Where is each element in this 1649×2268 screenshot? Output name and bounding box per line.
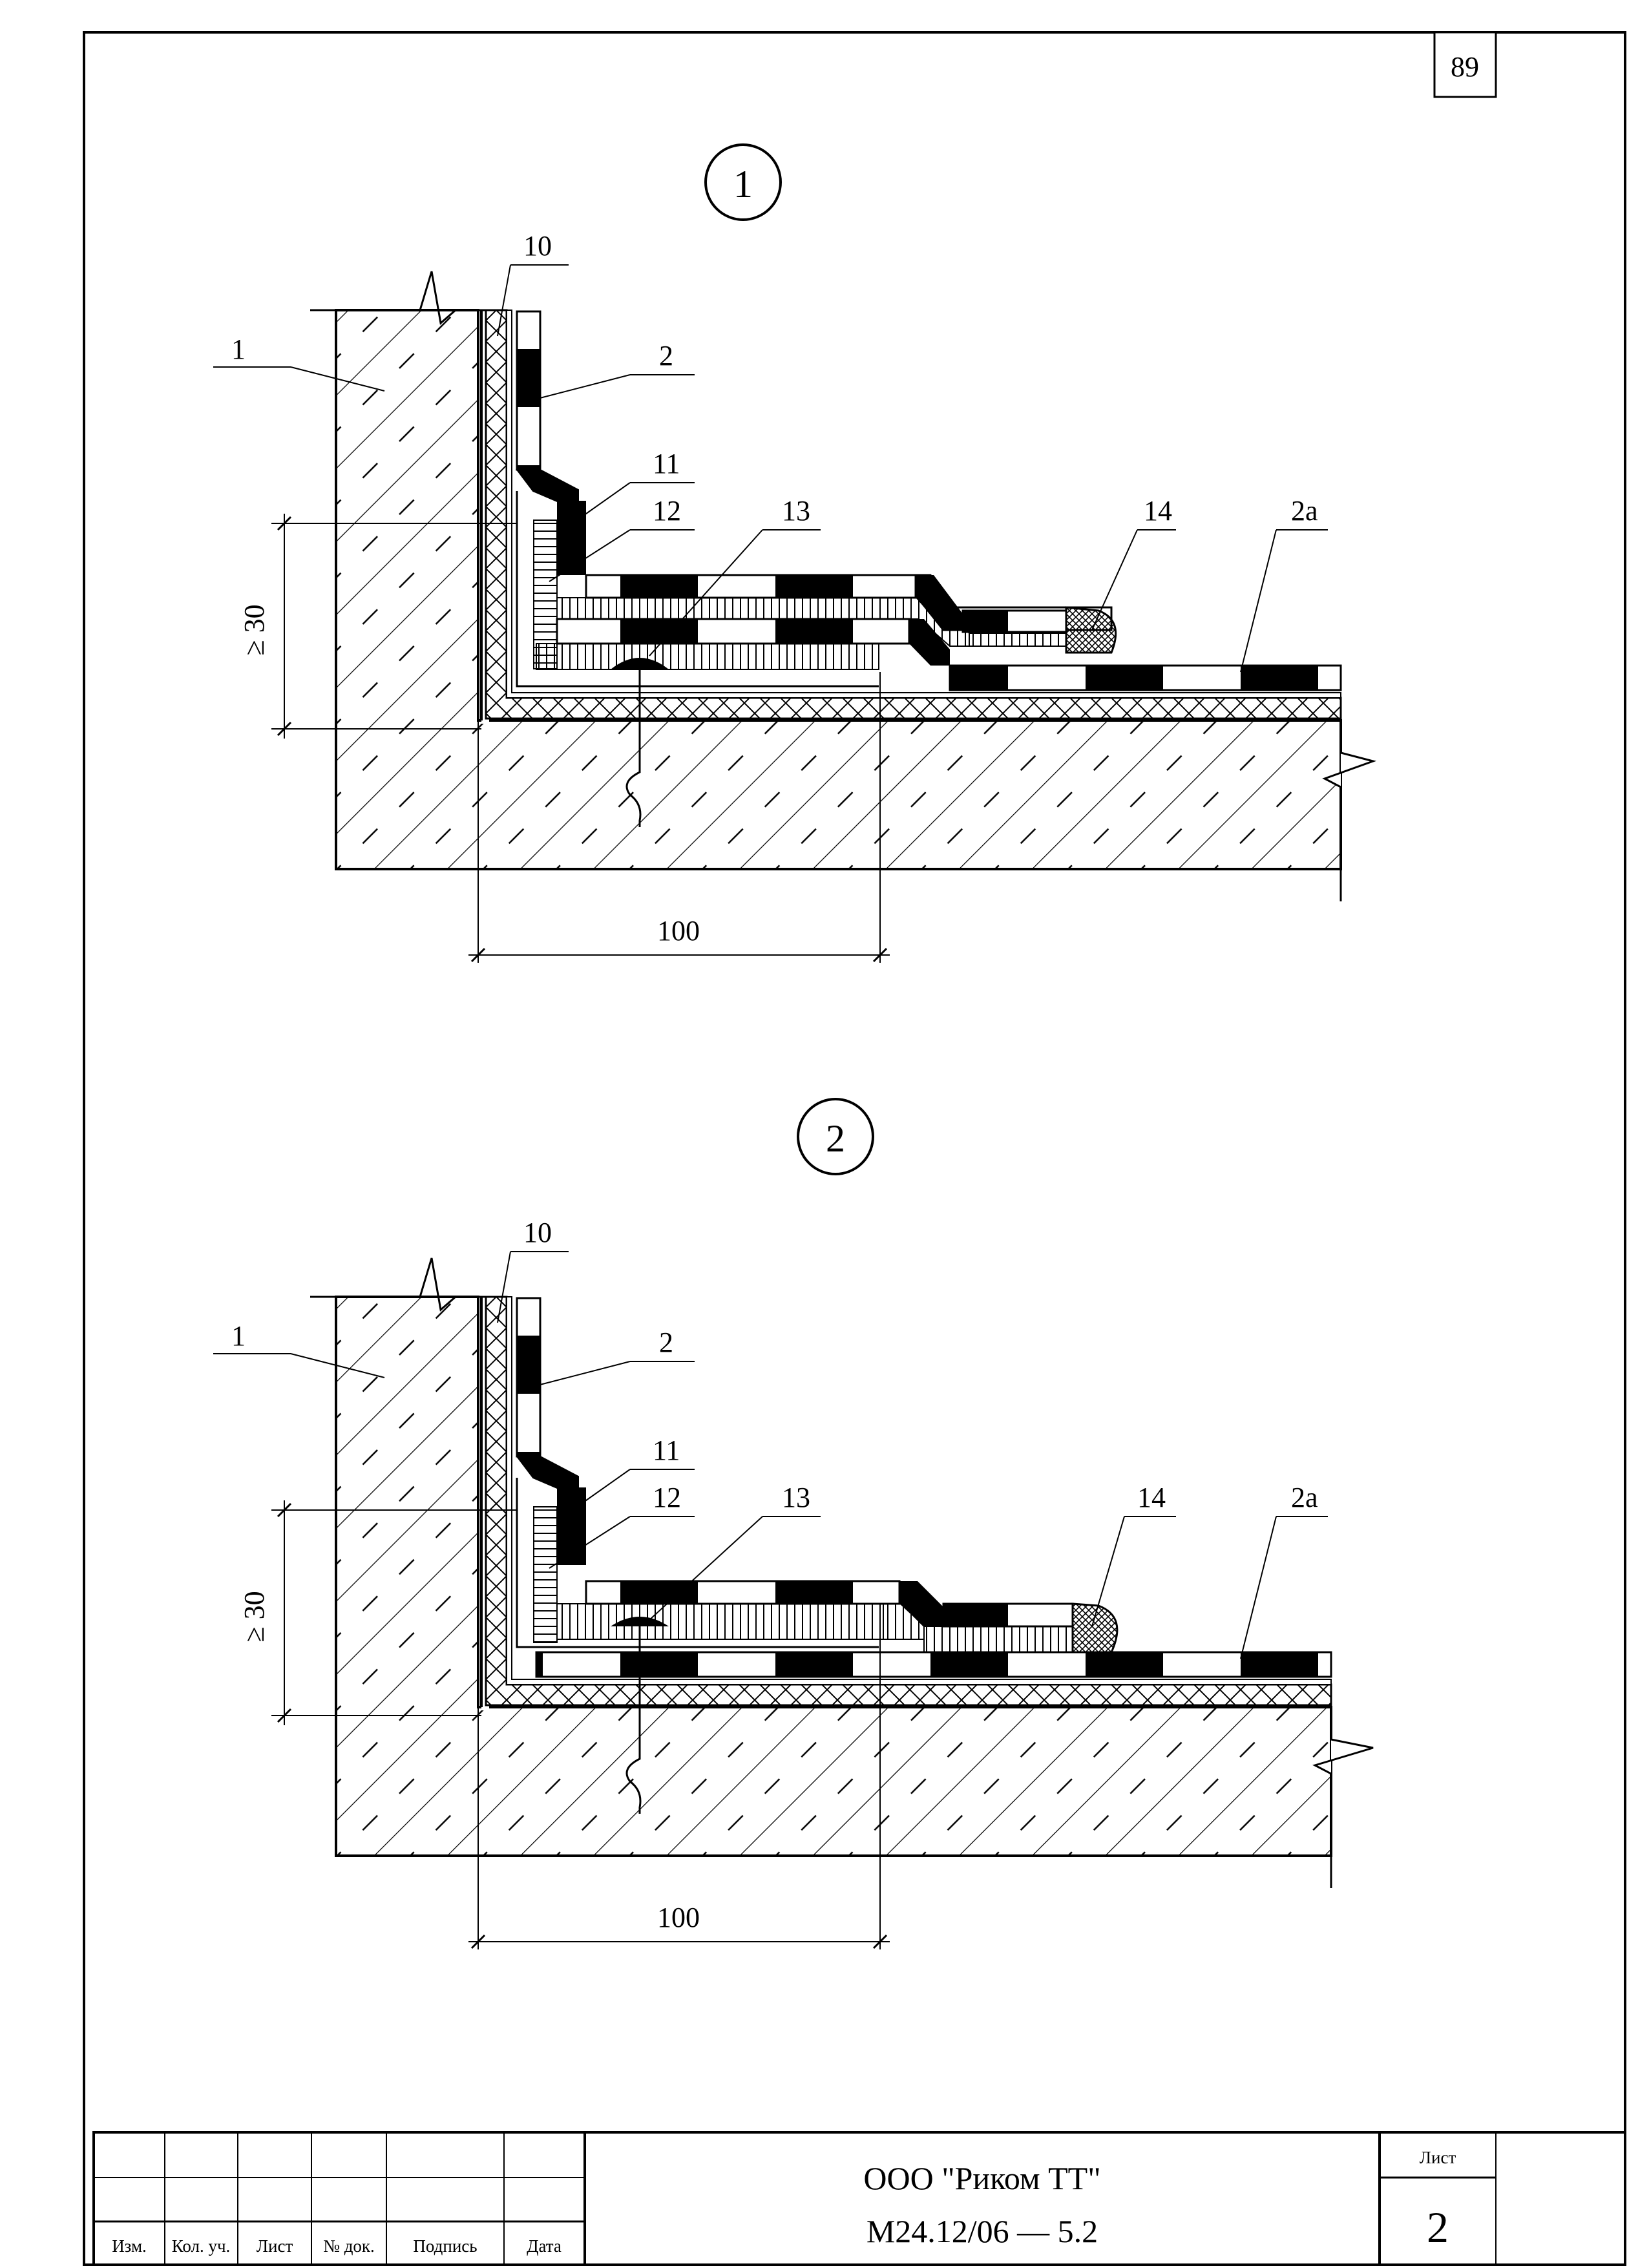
dimension-width: 100 [657,915,700,947]
label-2: 2 [659,340,673,372]
label-14: 14 [1137,1482,1166,1513]
membrane-2-vertical [516,310,541,471]
detail-1: 1 [213,143,1377,963]
header-signature: Подпись [413,2236,477,2256]
label-11: 11 [653,1434,680,1466]
dimension-height: ≥ 30 [238,604,270,655]
layer-11 [557,501,586,575]
label-12: 12 [653,1482,681,1513]
layer-11 [557,1487,586,1565]
label-1: 1 [231,333,246,365]
sealant-14 [1071,1602,1119,1654]
title-block: Изм. Кол. уч. Лист № док. Подпись Дата О… [92,2131,1626,2266]
header-date: Дата [527,2236,562,2256]
break-line [310,1257,491,1312]
dimension-height: ≥ 30 [238,1591,270,1642]
break-line [1312,1705,1374,1888]
dimension-width: 100 [657,1902,700,1933]
membrane-top [585,1580,901,1605]
label-2: 2 [659,1327,673,1358]
header-kol-uch: Кол. уч. [172,2236,231,2256]
label-2a: 2а [1291,1482,1318,1513]
label-2a: 2а [1291,495,1318,527]
label-10: 10 [523,230,552,262]
break-line [310,271,491,325]
header-izm: Изм. [112,2236,147,2256]
label-13: 13 [782,495,810,527]
detail-2-marker [797,1098,874,1175]
label-14: 14 [1144,495,1172,527]
screed-layer [485,1296,1332,1706]
organization-name: ООО "Риком ТТ" [863,2160,1100,2196]
page-number: 89 [1451,51,1479,83]
header-list: Лист [257,2236,293,2256]
header-doc-no: № док. [323,2236,375,2256]
membrane-2-vertical [516,1297,541,1458]
membrane-2a [949,664,1342,691]
page-number-box: 89 [1433,31,1497,98]
detail-2-marker-label: 2 [826,1117,845,1160]
document-code: М24.12/06 — 5.2 [867,2213,1098,2249]
label-1: 1 [231,1320,246,1352]
label-13: 13 [782,1482,810,1513]
sheet-label: Лист [1420,2148,1456,2167]
detail-1-marker [704,143,782,221]
layer-12 [533,1506,558,1643]
membrane-2a [535,1651,1332,1678]
membrane-top [585,574,917,599]
label-11: 11 [653,448,680,479]
detail-2: 2 ≥ 30 100 [213,1098,1374,1949]
break-line [1322,719,1377,901]
label-12: 12 [653,495,681,527]
label-10: 10 [523,1217,552,1248]
detail-1-marker-label: 1 [733,163,753,205]
sheet-number: 2 [1427,2203,1449,2252]
